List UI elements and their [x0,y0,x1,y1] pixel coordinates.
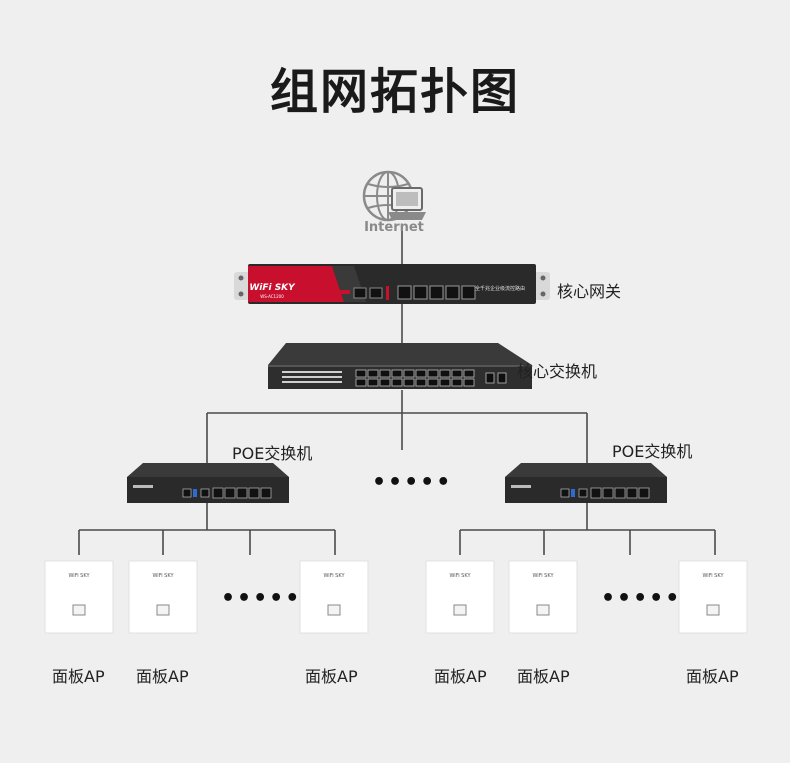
panel-ap-2 [128,560,198,634]
gateway-router [234,264,550,304]
internet-label: Internet [364,220,424,235]
panel-ap-1 [44,560,114,634]
panel-ap-devices [44,560,748,634]
ellipsis-ap-left: ••••• [221,586,302,611]
gateway-desc: 全千兆企业级流控路由 [475,285,525,292]
core-switch [268,343,532,389]
connection-lines [78,230,716,555]
ap-label-5: 面板AP [517,667,570,686]
ap-brand: WiFi SKY [702,573,724,579]
panel-ap-4 [425,560,495,634]
ellipsis-poe: ••••• [372,470,453,495]
poe-switch-label-left: POE交换机 [232,444,313,463]
panel-ap-5 [508,560,578,634]
core-switch-label: 核心交换机 [517,362,598,381]
ap-label-3: 面板AP [305,667,358,686]
ap-label-1: 面板AP [52,667,105,686]
gateway-model: WS-AC1200 [260,294,284,299]
gateway-brand: WiFi SKY [249,283,296,293]
panel-ap-6 [678,560,748,634]
ap-brand: WiFi SKY [323,573,345,579]
ap-brand: WiFi SKY [449,573,471,579]
gateway-label: 核心网关 [557,282,622,301]
ap-label-2: 面板AP [136,667,189,686]
ap-label-4: 面板AP [434,667,487,686]
poe-switch-label-right: POE交换机 [612,442,693,461]
ap-brand: WiFi SKY [152,573,174,579]
ap-brand: WiFi SKY [68,573,90,579]
page-title: 组网拓扑图 [269,64,520,120]
poe-switch-right [505,463,667,503]
internet-icon [362,170,426,222]
ap-brand: WiFi SKY [532,573,554,579]
ellipsis-ap-right: ••••• [601,586,682,611]
panel-ap-3 [299,560,369,634]
ap-label-6: 面板AP [686,667,739,686]
poe-switch-left [127,463,289,503]
